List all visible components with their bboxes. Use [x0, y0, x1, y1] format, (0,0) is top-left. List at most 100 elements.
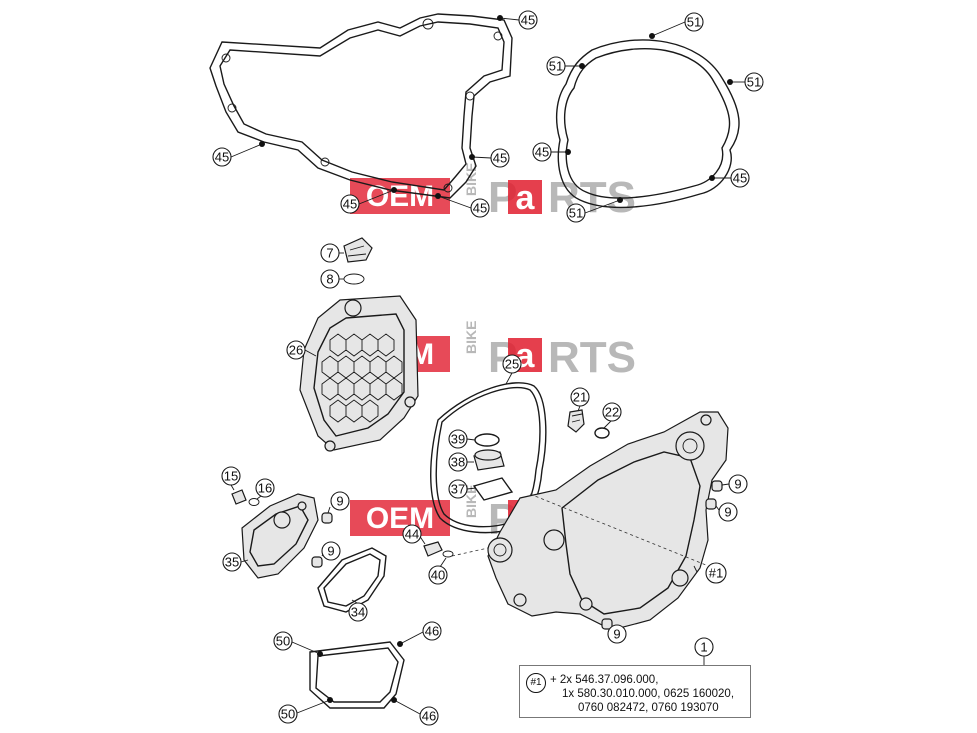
- svg-text:9: 9: [336, 494, 343, 509]
- callout-51: 51: [649, 12, 704, 39]
- svg-text:OEM: OEM: [366, 180, 434, 213]
- dowel-pin: [711, 480, 723, 492]
- crankcase-gasket-inner: [219, 21, 505, 191]
- clutch-cover-gasket-outer: [555, 39, 740, 209]
- svg-text:50: 50: [281, 707, 295, 722]
- callout-7: 7: [320, 243, 344, 263]
- dowel-pin: [601, 618, 613, 630]
- dowel-pin: [311, 556, 323, 568]
- callout-9: 9: [721, 474, 748, 494]
- svg-text:45: 45: [343, 197, 357, 212]
- copper-washer: [442, 550, 454, 558]
- callout-50: 50: [278, 697, 333, 724]
- oil-drain-screw: [567, 409, 585, 433]
- svg-text:45: 45: [733, 171, 747, 186]
- callout-34: 34: [348, 599, 368, 622]
- washer: [248, 498, 260, 506]
- callout-40: 40: [428, 557, 448, 585]
- callout-22: 22: [602, 402, 622, 429]
- callout-45: 45: [469, 148, 510, 168]
- callout-39: 39: [448, 429, 476, 449]
- callout-9: 9: [607, 624, 627, 644]
- svg-text:51: 51: [549, 59, 563, 74]
- callout-45: 45: [340, 187, 397, 214]
- svg-text:21: 21: [573, 390, 587, 405]
- callout-45: 45: [709, 168, 750, 188]
- o-ring-small: [474, 433, 500, 447]
- svg-text:25: 25: [505, 357, 519, 372]
- callout-ref-1: #1: [693, 562, 727, 584]
- sight-glass-frame: [472, 477, 514, 501]
- callout-46: 46: [397, 621, 442, 647]
- callout-51: 51: [546, 56, 585, 76]
- ignition-cover: [299, 295, 419, 452]
- svg-text:1: 1: [700, 640, 707, 655]
- dowel-pin: [321, 512, 333, 524]
- svg-text:45: 45: [521, 13, 535, 28]
- callout-46: 46: [391, 697, 439, 726]
- gasket-hole: [443, 183, 453, 193]
- callout-15: 15: [221, 466, 241, 491]
- dowel-pin: [705, 498, 717, 510]
- assembly-line: [451, 547, 489, 557]
- gasket-hole: [221, 53, 231, 63]
- svg-text:45: 45: [535, 145, 549, 160]
- o-ring: [343, 273, 365, 285]
- callout-1: 1: [694, 637, 714, 665]
- gasket-hole: [465, 91, 475, 101]
- screw: [231, 489, 247, 505]
- callout-9: 9: [327, 491, 350, 514]
- callout-45: 45: [435, 193, 490, 218]
- callout-37: 37: [448, 479, 477, 499]
- svg-text:50: 50: [276, 634, 290, 649]
- callout-45: 45: [497, 10, 538, 30]
- svg-text:26: 26: [289, 343, 303, 358]
- callout-51: 51: [727, 72, 764, 92]
- svg-text:8: 8: [326, 272, 333, 287]
- watermark-logo-top: OEM BIKE P a RTS: [350, 163, 636, 222]
- callout-45: 45: [212, 141, 265, 167]
- oil-filler-screw: [343, 237, 373, 263]
- svg-text:#1: #1: [709, 566, 723, 581]
- water-pump-gasket: [317, 547, 387, 613]
- svg-text:15: 15: [224, 469, 238, 484]
- callout-35: 35: [222, 552, 249, 572]
- clutch-cover: [487, 411, 729, 631]
- svg-text:OEM: OEM: [366, 502, 434, 535]
- kit-contents-note: #1 + 2x 546.37.096.000, 1x 580.30.010.00…: [519, 665, 751, 718]
- clutch-cover-gasket-inner: [563, 47, 731, 199]
- sight-glass: [473, 449, 505, 471]
- water-pump-cover-gasket-inner: [315, 647, 399, 703]
- reference-marker: #1: [526, 673, 546, 693]
- callout-45: 45: [532, 142, 571, 162]
- svg-text:45: 45: [215, 150, 229, 165]
- callout-25: 25: [502, 354, 522, 385]
- gasket-hole: [422, 18, 434, 30]
- svg-text:BIKE: BIKE: [463, 321, 479, 354]
- callout-9: 9: [321, 541, 341, 561]
- svg-text:BIKE: BIKE: [463, 163, 479, 196]
- svg-text:46: 46: [425, 624, 439, 639]
- svg-text:9: 9: [613, 627, 620, 642]
- callout-26: 26: [286, 340, 317, 360]
- svg-text:9: 9: [734, 477, 741, 492]
- callout-50: 50: [273, 631, 323, 657]
- note-line-2: 1x 580.30.010.000, 0625 160020,: [562, 688, 735, 700]
- callout-38: 38: [448, 452, 474, 472]
- sealing-ring: [594, 427, 610, 439]
- callout-51: 51: [566, 197, 623, 223]
- svg-text:38: 38: [451, 455, 465, 470]
- assembly-line: [529, 493, 707, 566]
- hose-screw: [423, 541, 443, 557]
- svg-text:RTS: RTS: [548, 333, 636, 382]
- svg-text:34: 34: [351, 605, 365, 620]
- svg-text:7: 7: [326, 246, 333, 261]
- gasket-hole: [227, 103, 237, 113]
- note-line-1: + 2x 546.37.096.000,: [550, 674, 659, 686]
- svg-text:9: 9: [724, 505, 731, 520]
- water-pump-cover: [241, 493, 319, 579]
- note-line-3: 0760 082472, 0760 193070: [578, 702, 719, 714]
- callout-16: 16: [255, 478, 275, 500]
- svg-text:40: 40: [431, 568, 445, 583]
